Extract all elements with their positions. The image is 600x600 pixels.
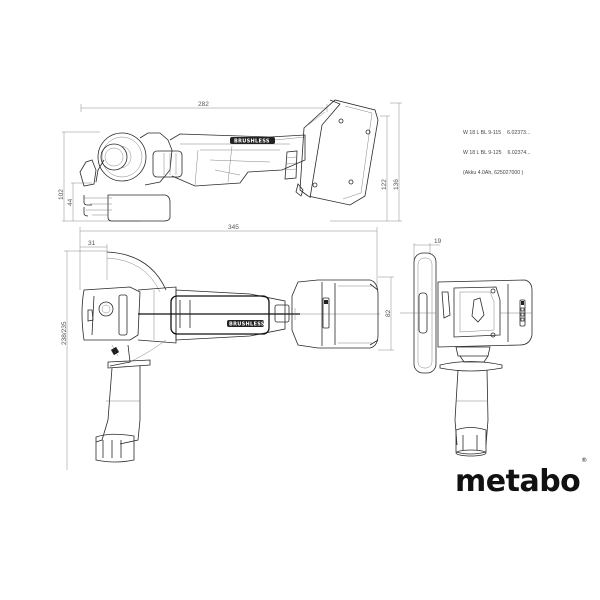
brushless-badge-top	[227, 320, 264, 327]
dim-length-282: 282	[80, 101, 328, 112]
dim-heights-right: 122 136	[330, 102, 402, 222]
brushless-badge-side	[230, 137, 275, 144]
dim-label-19: 19	[434, 238, 442, 245]
dim-label-238-235: 238/235	[61, 321, 68, 345]
dim-label-282: 282	[198, 101, 209, 108]
dim-label-102: 102	[58, 189, 65, 200]
battery-note: (Akku 4.0Ah, 625027000 )	[463, 169, 524, 176]
dim-label-136: 136	[393, 179, 400, 190]
dim-disc-19: 19	[413, 238, 442, 260]
top-view: 345 31 238/235 82	[61, 224, 394, 470]
side-view: 282 102 44 122 136	[58, 99, 402, 222]
dim-label-31: 31	[88, 240, 96, 247]
dim-label-44: 44	[67, 198, 74, 206]
dim-label-82: 82	[385, 309, 392, 317]
front-view: 19	[400, 238, 533, 457]
svg-text:BRUSHLESS: BRUSHLESS	[234, 139, 270, 145]
dim-label-345: 345	[228, 224, 239, 231]
dim-guard-31: 31	[80, 240, 108, 280]
dim-length-345: 345	[79, 224, 378, 290]
registered-mark: ®	[581, 457, 587, 464]
dim-handle-238-235: 238/235	[61, 250, 107, 470]
side-handle-top-view	[95, 344, 151, 463]
svg-text:BRUSHLESS: BRUSHLESS	[229, 322, 265, 328]
dim-battery-82: 82	[378, 276, 394, 351]
dim-heights-left: 102 44	[58, 131, 140, 222]
metabo-logo: metabo®	[455, 457, 587, 499]
dim-label-122: 122	[381, 179, 388, 190]
